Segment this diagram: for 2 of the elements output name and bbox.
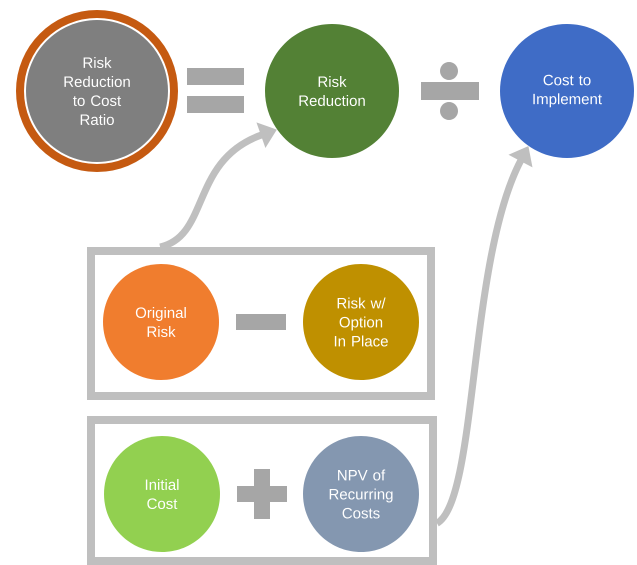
- group-frame: [87, 247, 435, 400]
- group-frame: [87, 416, 437, 565]
